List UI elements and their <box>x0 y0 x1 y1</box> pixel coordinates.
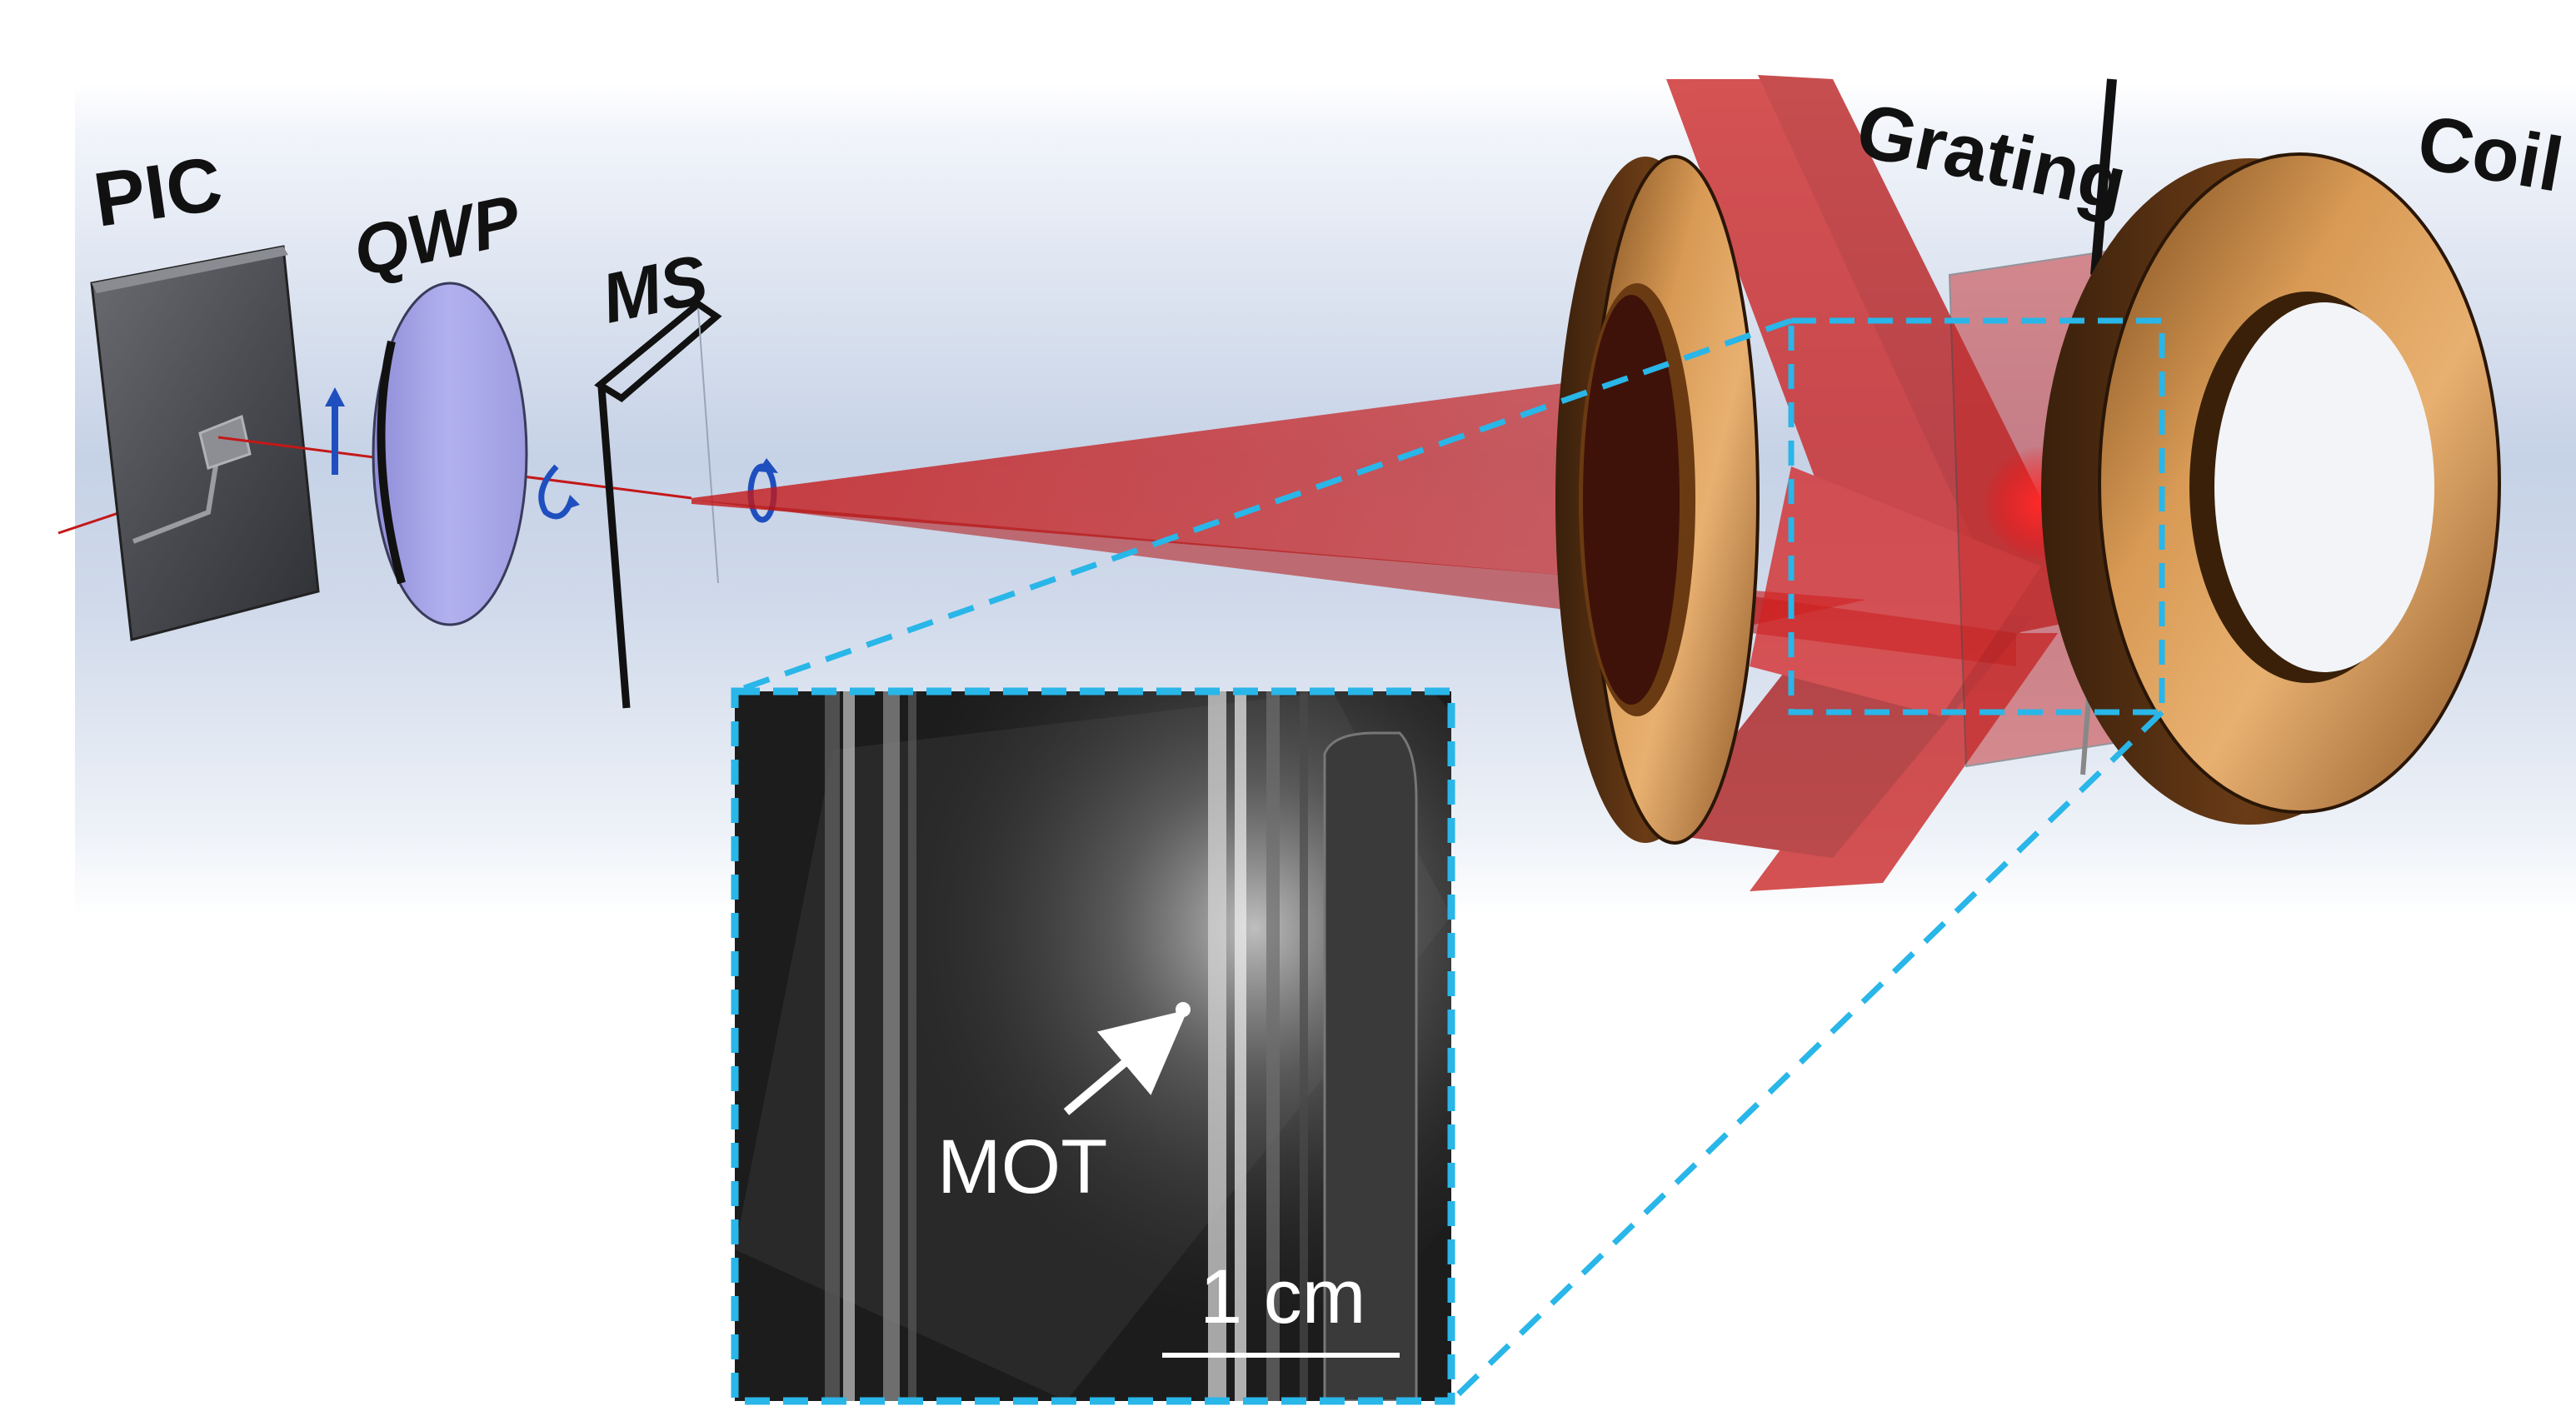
right-coil <box>2041 152 2501 825</box>
mot-camera-inset-border <box>731 687 1455 1405</box>
mot-dot <box>1176 1002 1191 1017</box>
grating-diffraction-beams <box>1658 75 2099 891</box>
zoom-connector-right <box>1449 710 2164 1404</box>
mot-arrow <box>1063 1010 1188 1115</box>
qwp-disc <box>372 282 528 626</box>
label-scale-bar: 1 cm <box>1200 1254 1365 1339</box>
label-mot: MOT <box>937 1124 1107 1209</box>
left-coil <box>1555 155 1760 845</box>
pic-chip <box>90 245 320 641</box>
label-pic: PIC <box>89 141 227 242</box>
mot-camera-inset <box>735 691 1451 1401</box>
ms-metasurface <box>594 300 722 709</box>
zoom-connector-left <box>733 317 1793 695</box>
circular-polarization-arrow-icon <box>538 464 580 520</box>
linear-polarization-arrow-icon <box>325 387 345 475</box>
